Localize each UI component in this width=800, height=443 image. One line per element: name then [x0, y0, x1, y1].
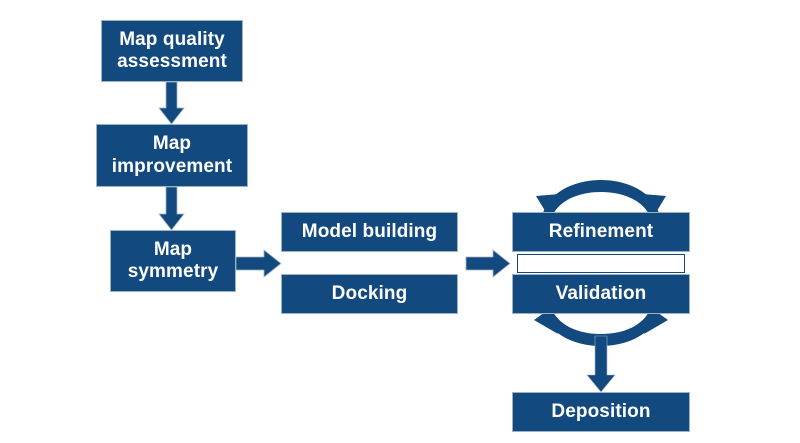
- node-refinement[interactable]: Refinement: [512, 212, 690, 252]
- node-label: Map improvement: [111, 133, 233, 177]
- node-label: Validation: [555, 282, 647, 304]
- node-validation[interactable]: Validation: [512, 274, 690, 314]
- node-label: Map quality assessment: [117, 28, 227, 72]
- arrow-cycle-to-deposition: [586, 335, 616, 393]
- node-label: Docking: [331, 282, 408, 304]
- node-docking[interactable]: Docking: [281, 274, 458, 314]
- node-map-symmetry[interactable]: Map symmetry: [110, 230, 236, 292]
- node-map-improvement[interactable]: Map improvement: [96, 124, 248, 187]
- node-label: Refinement: [548, 220, 654, 242]
- node-model-building[interactable]: Model building: [281, 212, 458, 252]
- cycle-arc-bottom: [534, 310, 668, 346]
- node-deposition[interactable]: Deposition: [512, 392, 690, 432]
- node-label: Model building: [301, 220, 438, 242]
- cycle-center-spacer: [517, 254, 685, 273]
- node-label: Map symmetry: [127, 238, 219, 282]
- arrow-building-to-refinement: [465, 249, 511, 278]
- node-map-quality-assessment[interactable]: Map quality assessment: [101, 20, 243, 82]
- node-label: Deposition: [551, 400, 651, 422]
- arrow-quality-to-improvement: [158, 81, 185, 125]
- arrow-symmetry-to-building: [235, 249, 282, 278]
- arrow-improvement-to-symmetry: [158, 186, 185, 231]
